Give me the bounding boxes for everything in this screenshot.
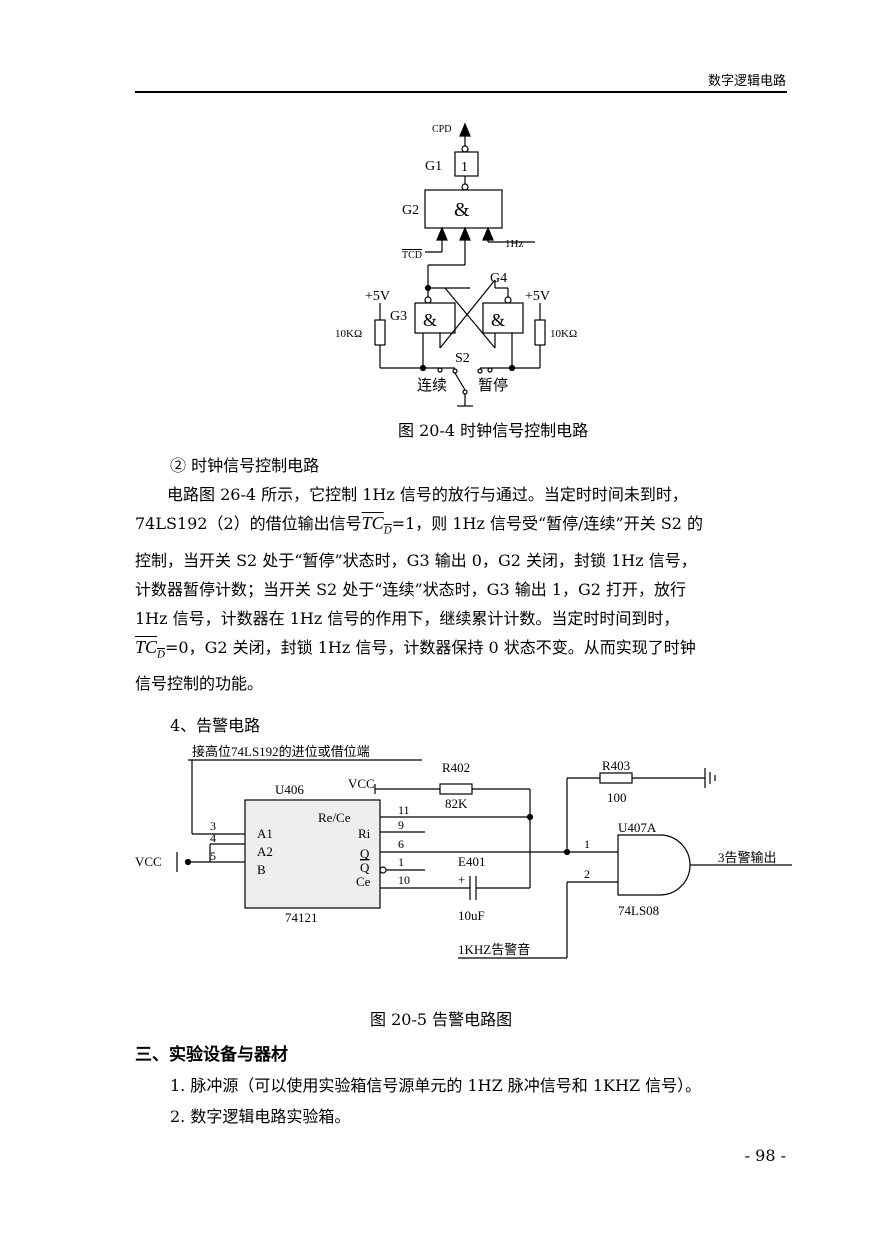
pin-number-10: 10 (398, 873, 410, 887)
para-line-1: 电路图 26-4 所示，它控制 1Hz 信号的放行与通过。当定时时间未到时， (167, 485, 688, 504)
r403-value: 100 (607, 790, 627, 805)
para-line-7: 信号控制的功能。 (135, 674, 264, 694)
figure-20-4-caption: 图 20-4 时钟信号控制电路 (398, 421, 589, 440)
g1-gate-symbol: 1 (461, 160, 468, 175)
74121-label: 74121 (285, 910, 318, 925)
page-number: - 98 - (744, 1146, 786, 1165)
pin-number-5: 5 (210, 849, 216, 863)
pin-number-4: 4 (210, 831, 216, 845)
header-rule (135, 91, 787, 93)
pin-qbar: Q (360, 860, 370, 875)
pin-a1: A1 (257, 826, 273, 841)
and-input-1: 1 (584, 837, 590, 851)
cont-label: 连续 (417, 377, 447, 394)
pin-ce: Ce (356, 874, 371, 889)
alarm-output-label: 3告警输出 (718, 850, 777, 865)
equipment-item-1: 1. 脉冲源（可以使用实验箱信号源单元的 1HZ 脉冲信号和 1KHZ 信号）。 (170, 1076, 702, 1095)
figure-20-5-caption: 图 20-5 告警电路图 (370, 1010, 513, 1029)
vcc-right-label: +5V (525, 289, 550, 304)
vcc-top-label: VCC (348, 776, 375, 791)
g4-label: G4 (490, 271, 507, 286)
tcd-label: TCD (402, 250, 422, 261)
equipment-item-2: 2. 数字逻辑电路实验箱。 (170, 1107, 351, 1126)
alarm-input-label: 接高位74LS192的进位或借位端 (192, 744, 370, 759)
pin-q: Q (360, 846, 370, 861)
g3-gate-symbol: & (423, 310, 437, 330)
r402-value: 82K (445, 796, 468, 811)
g3-label: G3 (390, 309, 407, 324)
pause-label: 暂停 (478, 377, 508, 394)
74ls08-label: 74LS08 (618, 903, 659, 918)
para-line-2: 74LS192（2）的借位输出信号TCD=1，则 1Hz 信号受“暂停/连续”开… (135, 513, 704, 537)
r403-label: R403 (602, 758, 630, 773)
g2-label: G2 (402, 203, 419, 218)
e401-label: E401 (458, 854, 485, 869)
tone-input-label: 1KHZ告警音 (458, 942, 530, 957)
tcd-symbol-2: TCD (135, 636, 165, 661)
body-paragraph: 电路图 26-4 所示，它控制 1Hz 信号的放行与通过。当定时时间未到时， 7… (135, 480, 787, 698)
s2-label: S2 (455, 351, 470, 366)
pin-a2: A2 (257, 844, 273, 859)
tcd-symbol: TCD (361, 513, 392, 537)
res-right-label: 10KΩ (550, 328, 577, 340)
vcc-left-label: VCC (135, 854, 162, 869)
g1-label: G1 (425, 159, 442, 174)
pin-ri: Ri (358, 826, 371, 841)
section-3-heading: 三、实验设备与器材 (135, 1045, 288, 1065)
r402-label: R402 (442, 760, 470, 775)
running-header: 数字逻辑电路 (707, 74, 786, 89)
cpd-label: CPD (432, 124, 451, 135)
pin-b: B (257, 862, 266, 877)
u407a-label: U407A (618, 820, 657, 835)
res-left-label: 10KΩ (335, 328, 362, 340)
pin-number-3: 3 (210, 819, 216, 833)
para-line-3: 控制，当开关 S2 处于“暂停”状态时，G3 输出 0，G2 关闭，封锁 1Hz… (135, 550, 697, 570)
1hz-label: 1Hz (505, 238, 523, 250)
para-line-6: TCD=0，G2 关闭，封锁 1Hz 信号，计数器保持 0 状态不变。从而实现了… (135, 636, 696, 661)
clock-control-circuit: CPD G1 1 G2 & TCD 1Hz G4 G3 & & +5V +5V … (335, 122, 577, 407)
alarm-circuit: 接高位74LS192的进位或借位端 U406 74121 VCC VCC R40… (135, 744, 792, 959)
pin-number-6: 6 (398, 837, 404, 851)
pin-re-ce: Re/Ce (318, 810, 351, 825)
para-line-4: 计数器暂停计数；当开关 S2 处于“连续”状态时，G3 输出 1，G2 打开，放… (135, 579, 687, 599)
pin-number-9: 9 (398, 818, 404, 832)
g2-gate-symbol: & (454, 199, 470, 221)
and-input-2: 2 (584, 867, 590, 881)
cap-plus: + (458, 872, 465, 887)
g4-gate-symbol: & (491, 310, 505, 330)
u406-label: U406 (275, 782, 304, 797)
vcc-left-label: +5V (365, 289, 390, 304)
pin-number-1: 1 (398, 855, 404, 869)
subsection-heading: ② 时钟信号控制电路 (170, 456, 320, 475)
cap-value: 10uF (458, 908, 485, 923)
section-4-heading: 4、告警电路 (170, 716, 261, 735)
para-line-5: 1Hz 信号，计数器在 1Hz 信号的作用下，继续累计计数。当定时时间到时， (135, 608, 680, 628)
pin-number-11: 11 (398, 803, 410, 817)
